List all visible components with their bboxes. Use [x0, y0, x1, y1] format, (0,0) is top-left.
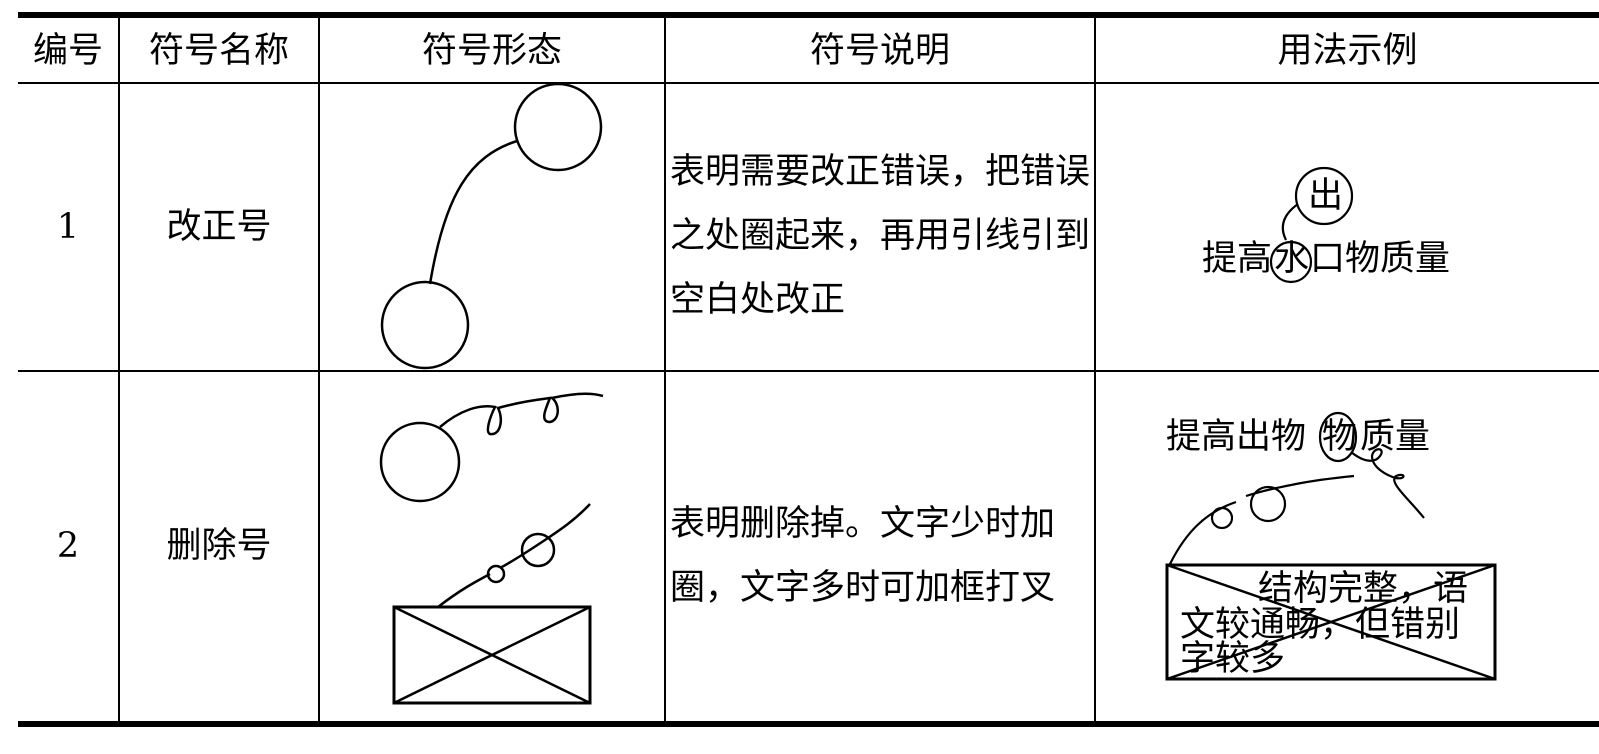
correction-char-circle [1294, 166, 1354, 226]
header-number: 编号 [32, 30, 103, 71]
row2-delete-char-circle [1318, 411, 1358, 463]
correction-char: 出 [1308, 176, 1344, 216]
row2-example-marks [1165, 411, 1497, 681]
row1-description: 表明需要改正错误，把错误之处圈起来，再用引线引到空白处改正 [670, 152, 1091, 320]
correction-mark-icon [380, 82, 603, 370]
row2-delete-box [1165, 563, 1497, 681]
deletion-loop-small [486, 564, 506, 584]
correction-leader-line [428, 139, 518, 285]
row1-number: 1 [56, 206, 80, 247]
row2-example: 提高出物 物 质量 结构完整，语 文较通畅，但错别 字较多 [1096, 372, 1599, 721]
deletion-mark-icon [379, 392, 604, 705]
row2-circled-char: 物 [1322, 417, 1358, 457]
row2-symbol-name: 删除号 [166, 526, 272, 566]
column-divider-4 [1094, 18, 1096, 721]
deletion-circle [379, 421, 461, 503]
row-divider [18, 370, 1599, 372]
row2-description: 表明删除掉。文字少时加圈，文字多时可加框打叉 [670, 504, 1056, 608]
row1-symbol-name: 改正号 [166, 206, 272, 247]
row1-circled-char: 水 [1274, 239, 1310, 279]
row2-sentence-prefix: 提高出物 [1166, 417, 1307, 457]
row2-delete-box-cross-2 [1166, 563, 1496, 681]
row2-boxed-line-3: 字较多 [1180, 639, 1286, 679]
header-divider [18, 82, 1599, 84]
row1-example-marks [1269, 166, 1354, 284]
deletion-curl-lower [437, 503, 591, 608]
column-divider-1 [118, 18, 120, 721]
row2-boxed-line-1: 结构完整，语 [1258, 569, 1469, 609]
example-leader-line [1281, 203, 1299, 241]
column-divider-3 [664, 18, 666, 721]
deletion-box-cross-2 [393, 605, 591, 705]
deletion-box [392, 605, 592, 705]
row2-number: 2 [56, 526, 80, 566]
row2-delete-loop-small [1210, 506, 1234, 530]
header-symbol-description: 符号说明 [809, 30, 950, 71]
deletion-curl-upper [439, 392, 604, 436]
header-usage-example: 用法示例 [1277, 30, 1418, 71]
row2-delete-curl-short [1350, 448, 1425, 519]
row2-boxed-line-2: 文较通畅，但错别 [1180, 605, 1461, 645]
table-bottom-rule [18, 721, 1599, 727]
deletion-loop-large [520, 532, 556, 568]
error-char-circle [1269, 240, 1313, 284]
header-symbol-shape: 符号形态 [421, 30, 562, 71]
correction-target-circle [513, 82, 603, 172]
header-symbol-name: 符号名称 [148, 30, 289, 71]
column-divider-2 [318, 18, 320, 721]
correction-source-circle [380, 280, 470, 370]
table-top-rule [18, 12, 1599, 18]
row2-delete-curl-long [1169, 474, 1355, 565]
row1-sentence-suffix: 口物质量 [1310, 239, 1451, 279]
row2-delete-loop-large [1249, 485, 1287, 523]
row1-sentence-prefix: 提高 [1202, 239, 1273, 279]
row2-sentence-suffix: 质量 [1360, 417, 1431, 457]
row1-example: 出 提高 水 口物质量 [1096, 84, 1599, 370]
